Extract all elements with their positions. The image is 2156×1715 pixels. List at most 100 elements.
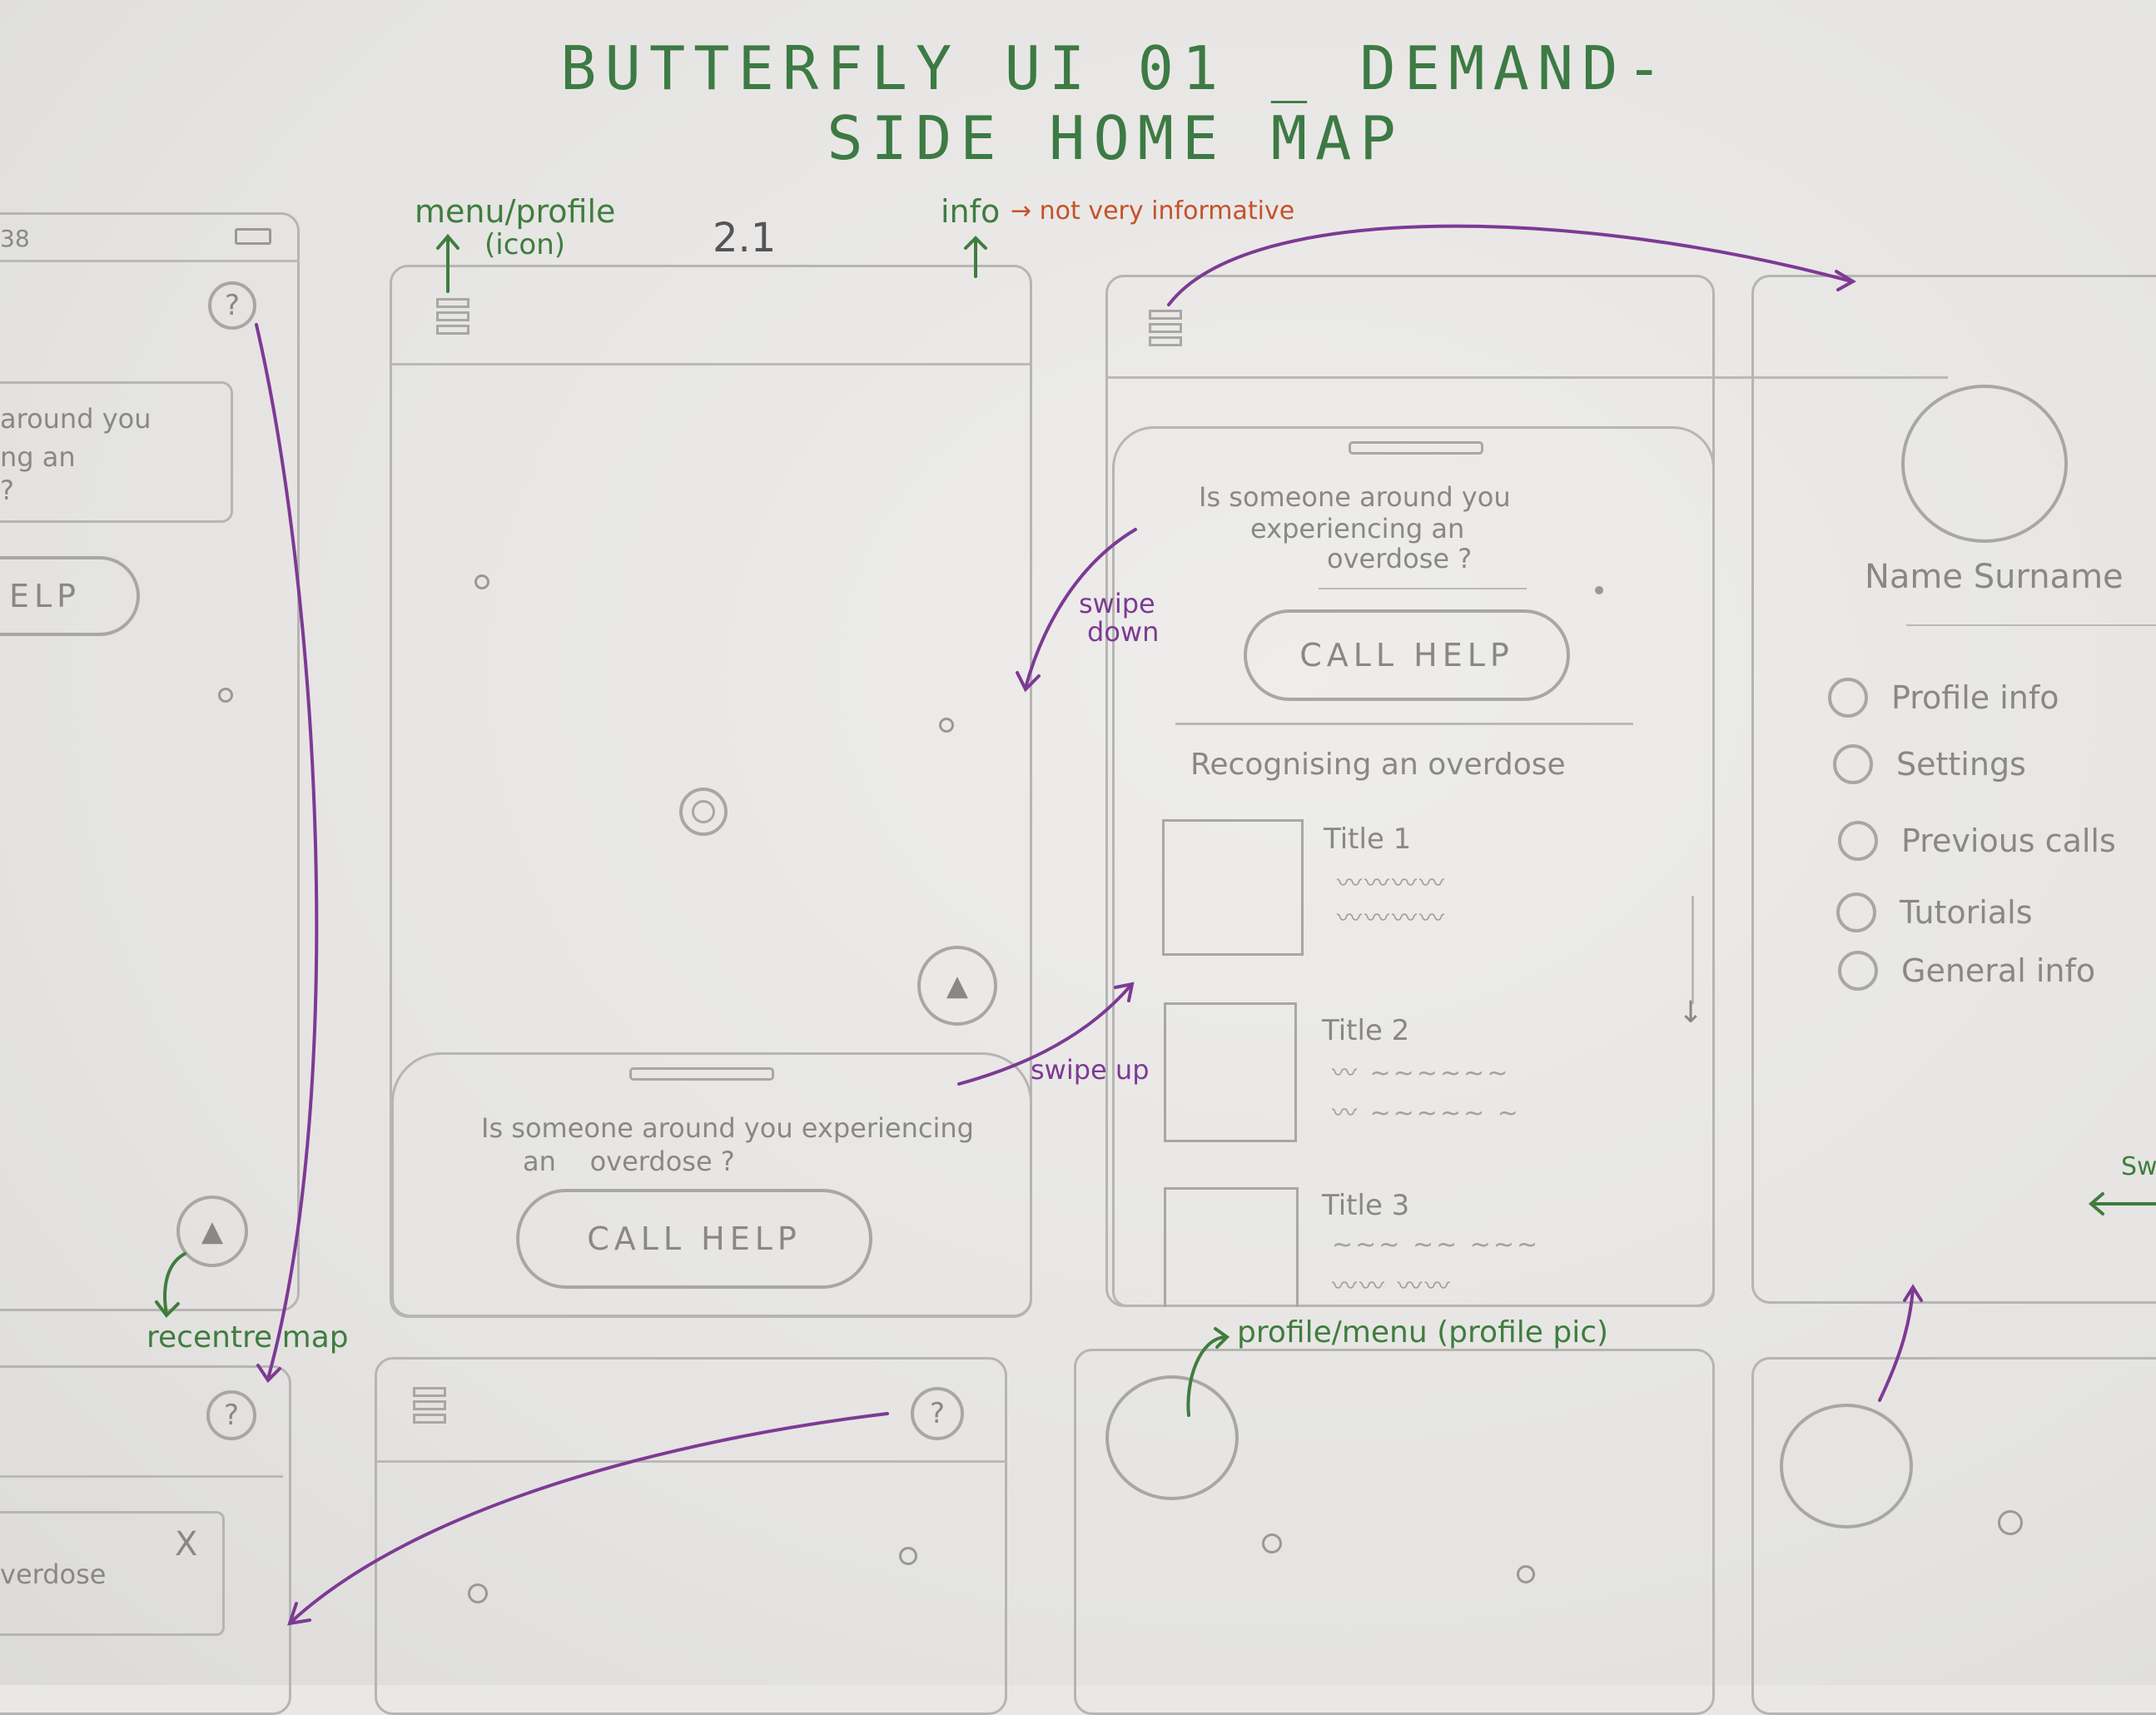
map-pin xyxy=(1262,1534,1282,1553)
left-card-line3: ? xyxy=(0,475,14,506)
left-bottom-header-divider xyxy=(0,1475,283,1478)
item-title[interactable]: Title 2 xyxy=(1322,1014,1410,1047)
avatar[interactable] xyxy=(1901,385,2068,543)
left-bottom-text: verdose xyxy=(0,1558,107,1590)
map-pin xyxy=(899,1547,917,1565)
radio-icon xyxy=(1838,821,1878,861)
menu-item-previous-calls[interactable]: Previous calls xyxy=(1838,821,2116,861)
scroll-arrow-icon: ↓ xyxy=(1678,996,1704,1030)
map-pin xyxy=(474,574,489,589)
close-icon[interactable]: X xyxy=(175,1525,198,1563)
menu-item-profile-info[interactable]: Profile info xyxy=(1828,678,2059,718)
item-description: 〰〰 〰〰 xyxy=(1332,1272,1453,1301)
radio-icon xyxy=(1828,678,1868,718)
annotation-menu-profile: menu/profile xyxy=(415,193,616,230)
item-thumbnail[interactable] xyxy=(1164,1187,1299,1307)
scroll-indicator[interactable] xyxy=(1692,896,1694,1004)
sheet-handle[interactable] xyxy=(1349,441,1483,455)
arrow-sw-left xyxy=(2088,1192,2156,1215)
expanded-prompt-2: experiencing an xyxy=(1250,513,1465,544)
navigation-arrow-icon: ▲ xyxy=(946,969,969,1002)
menu-item-general-info[interactable]: General info xyxy=(1838,951,2095,991)
radio-icon xyxy=(1833,744,1873,784)
map-pin xyxy=(1595,586,1603,594)
user-location-marker xyxy=(679,788,728,836)
arrow-hamburger-to-menu xyxy=(1167,224,1856,306)
annotation-recentre-map: recentre map xyxy=(147,1320,349,1355)
annotation-info: info xyxy=(941,193,1001,230)
item-title[interactable]: Title 3 xyxy=(1322,1189,1410,1222)
left-partial-screen xyxy=(0,212,300,1311)
left-help-button[interactable]: ELP xyxy=(0,556,140,636)
menu-item-settings[interactable]: Settings xyxy=(1833,744,2026,784)
menu-item-label: Tutorials xyxy=(1900,894,2033,931)
avatar[interactable] xyxy=(1780,1404,1913,1529)
section-title: Recognising an overdose xyxy=(1190,748,1566,782)
help-icon[interactable]: ? xyxy=(911,1387,964,1440)
arrow-up-info xyxy=(964,236,987,278)
call-help-button[interactable]: CALL HELP xyxy=(516,1189,872,1289)
sheet-handle[interactable] xyxy=(629,1067,774,1081)
recentre-button[interactable]: ▲ xyxy=(176,1196,248,1267)
item-description: 〰〰〰〰 xyxy=(1337,904,1447,933)
hamburger-icon[interactable] xyxy=(1149,310,1182,350)
menu-item-label: General info xyxy=(1901,952,2096,989)
expanded-sheet xyxy=(1112,426,1715,1307)
sheet-prompt-2: an overdose ? xyxy=(523,1146,735,1177)
avatar[interactable] xyxy=(1105,1375,1239,1500)
annotation-not-informative: → not very informative xyxy=(1011,196,1295,226)
item-description: 〰 ~~~~~~ xyxy=(1332,1059,1511,1088)
status-time: 38 xyxy=(0,225,30,252)
map-pin xyxy=(939,718,954,733)
expanded-prompt-3: overdose ? xyxy=(1327,543,1473,574)
prompt-underline xyxy=(1319,588,1527,589)
arrow-help-bottom-to-left xyxy=(287,1412,889,1626)
left-card-line2: ng an xyxy=(0,441,76,473)
item-title[interactable]: Title 1 xyxy=(1324,823,1412,856)
hamburger-icon[interactable] xyxy=(436,298,469,338)
page-title: BUTTERFLY UI 01 _ DEMAND-SIDE HOME MAP xyxy=(560,33,1671,173)
map-pin xyxy=(1517,1565,1535,1583)
expanded-prompt-1: Is someone around you xyxy=(1199,481,1511,513)
radio-icon xyxy=(1838,951,1878,991)
help-icon-2[interactable]: ? xyxy=(206,1390,256,1440)
map-pin xyxy=(218,688,233,703)
header-divider xyxy=(391,363,1031,365)
menu-item-label: Previous calls xyxy=(1901,823,2116,859)
help-icon[interactable]: ? xyxy=(208,281,256,330)
annotation-swipe-partial: Sw xyxy=(2121,1152,2156,1181)
item-thumbnail[interactable] xyxy=(1162,819,1304,956)
left-prompt-card xyxy=(0,381,233,523)
left-bottom-card xyxy=(0,1511,225,1636)
arrow-swipe-down xyxy=(1016,528,1137,693)
recentre-button[interactable]: ▲ xyxy=(917,946,997,1026)
map-pin xyxy=(1998,1510,2023,1535)
annotation-swipe-up: swipe up xyxy=(1031,1054,1150,1086)
hamburger-icon[interactable] xyxy=(413,1387,446,1427)
annotation-menu-profile-sub: (icon) xyxy=(484,228,566,261)
menu-item-label: Profile info xyxy=(1891,679,2059,716)
profile-name: Name Surname xyxy=(1865,558,2124,596)
annotation-swipe-down: swipe xyxy=(1079,588,1155,619)
arrow-bottom-profile-to-menu xyxy=(1878,1284,1923,1402)
arrow-up-menu xyxy=(436,233,460,293)
item-thumbnail[interactable] xyxy=(1164,1002,1297,1142)
call-help-button[interactable]: CALL HELP xyxy=(1244,609,1570,701)
battery-icon xyxy=(235,228,271,245)
header-divider xyxy=(1107,376,1948,379)
item-description: ~~~ ~~ ~~~ xyxy=(1332,1230,1541,1260)
arrow-profile-pic xyxy=(1186,1327,1230,1417)
arrow-swipe-up xyxy=(957,982,1135,1086)
navigation-arrow-icon: ▲ xyxy=(201,1215,224,1248)
menu-item-tutorials[interactable]: Tutorials xyxy=(1836,892,2033,932)
arrow-recentre xyxy=(155,1252,186,1319)
status-bar-divider xyxy=(0,260,300,262)
left-card-line1: around you xyxy=(0,403,152,435)
item-description: 〰〰〰〰 xyxy=(1337,869,1447,898)
screen-number-label: 2.1 xyxy=(713,215,777,261)
menu-item-label: Settings xyxy=(1896,746,2026,783)
sheet-prompt: Is someone around you experiencing xyxy=(481,1112,974,1144)
bottom-sheet xyxy=(391,1052,1032,1317)
annotation-profile-menu-pic: profile/menu (profile pic) xyxy=(1237,1315,1609,1350)
